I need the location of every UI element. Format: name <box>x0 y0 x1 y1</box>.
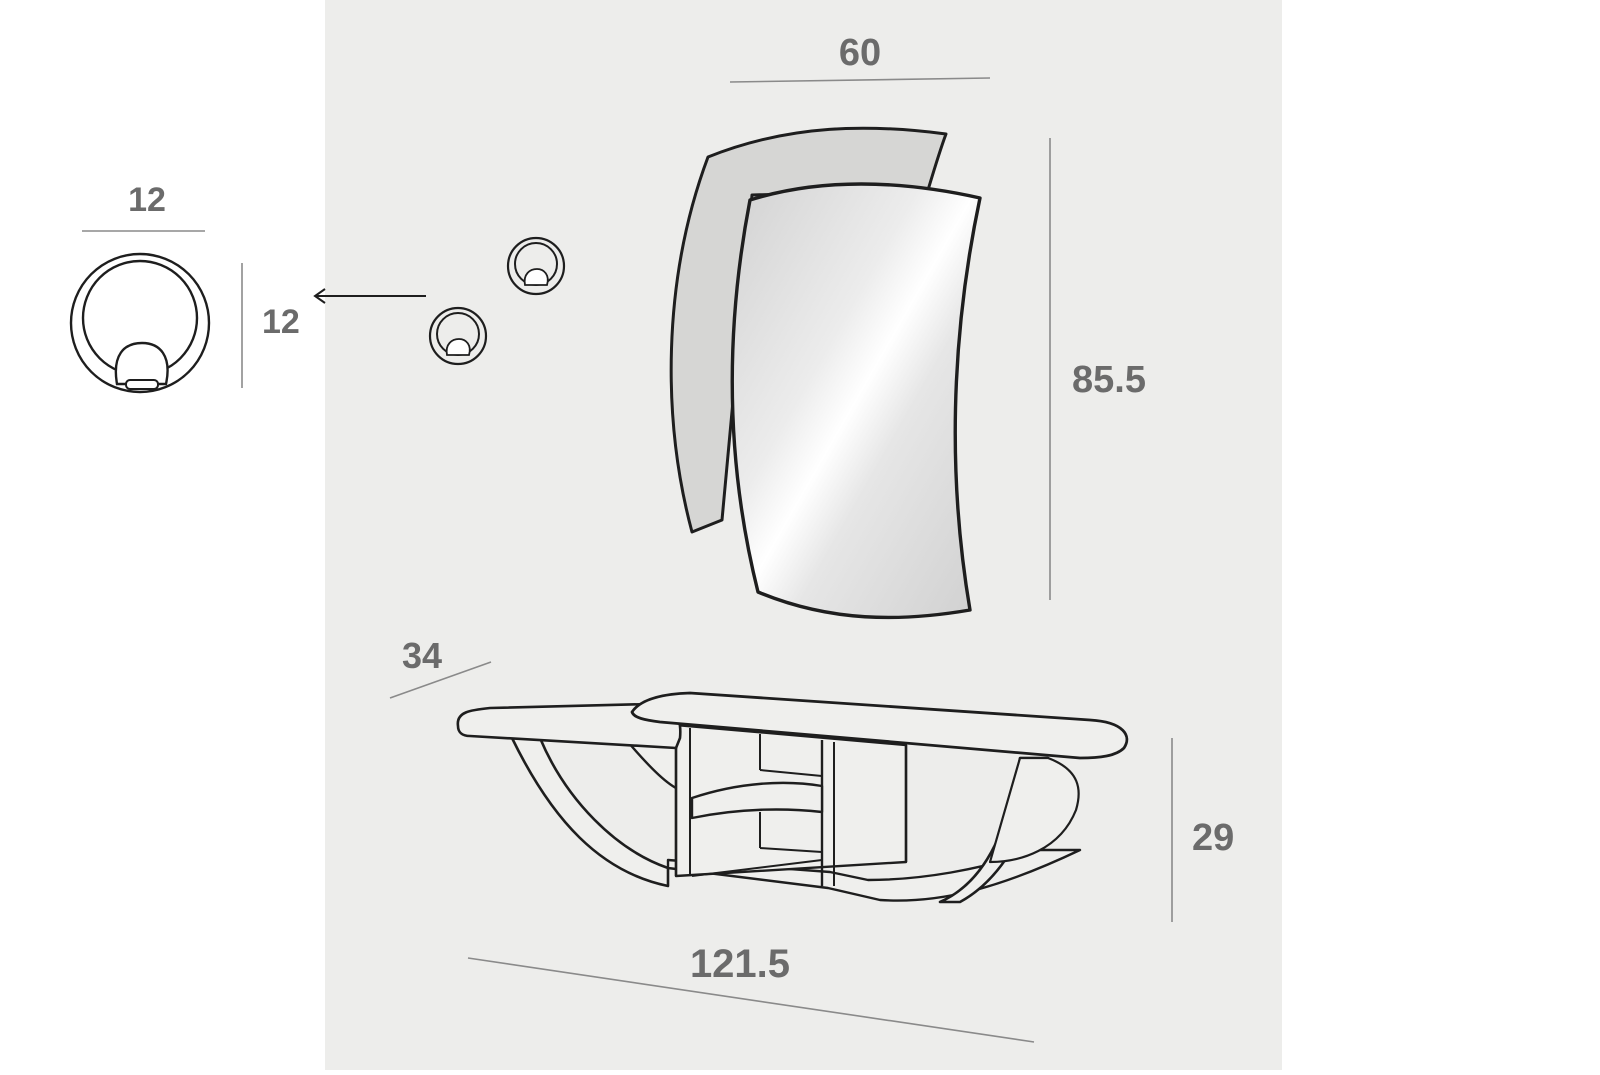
console-width-dimension-line <box>467 957 1035 1043</box>
console-shelf-back-upper <box>759 769 823 777</box>
mirror-width-dimension-line <box>729 77 991 83</box>
arrow-left-icon <box>313 288 426 304</box>
console-width-label: 121.5 <box>690 942 790 986</box>
console-left-leg <box>510 736 670 888</box>
mirror-height-label: 85.5 <box>1072 359 1146 401</box>
console-height-label: 29 <box>1192 817 1234 859</box>
console-right-swoop <box>988 756 1080 864</box>
hook-detail: 12 12 <box>69 181 426 394</box>
mirror-glass <box>730 182 982 620</box>
wall-hook-lower <box>428 306 488 366</box>
console-main-top <box>630 691 1129 760</box>
hook-width-label: 12 <box>128 181 166 219</box>
console-depth-dimension-line <box>389 661 492 699</box>
wall-hook-upper <box>506 236 566 296</box>
console-shelf-back-lower <box>759 847 823 853</box>
console-table: 34 29 121.5 <box>389 635 1234 1043</box>
hook-knob-base <box>125 379 159 390</box>
console-middle-shelf <box>690 781 824 820</box>
mirror-width-label: 60 <box>839 32 881 74</box>
mirror: 60 85.5 <box>669 32 1146 620</box>
mirror-back-panel <box>669 126 948 534</box>
console-depth-label: 34 <box>402 635 442 676</box>
hook-outer-ring <box>69 252 211 394</box>
hook-height-label: 12 <box>262 303 300 341</box>
console-bottom-shelf <box>691 859 823 877</box>
hook-knob <box>114 341 169 386</box>
